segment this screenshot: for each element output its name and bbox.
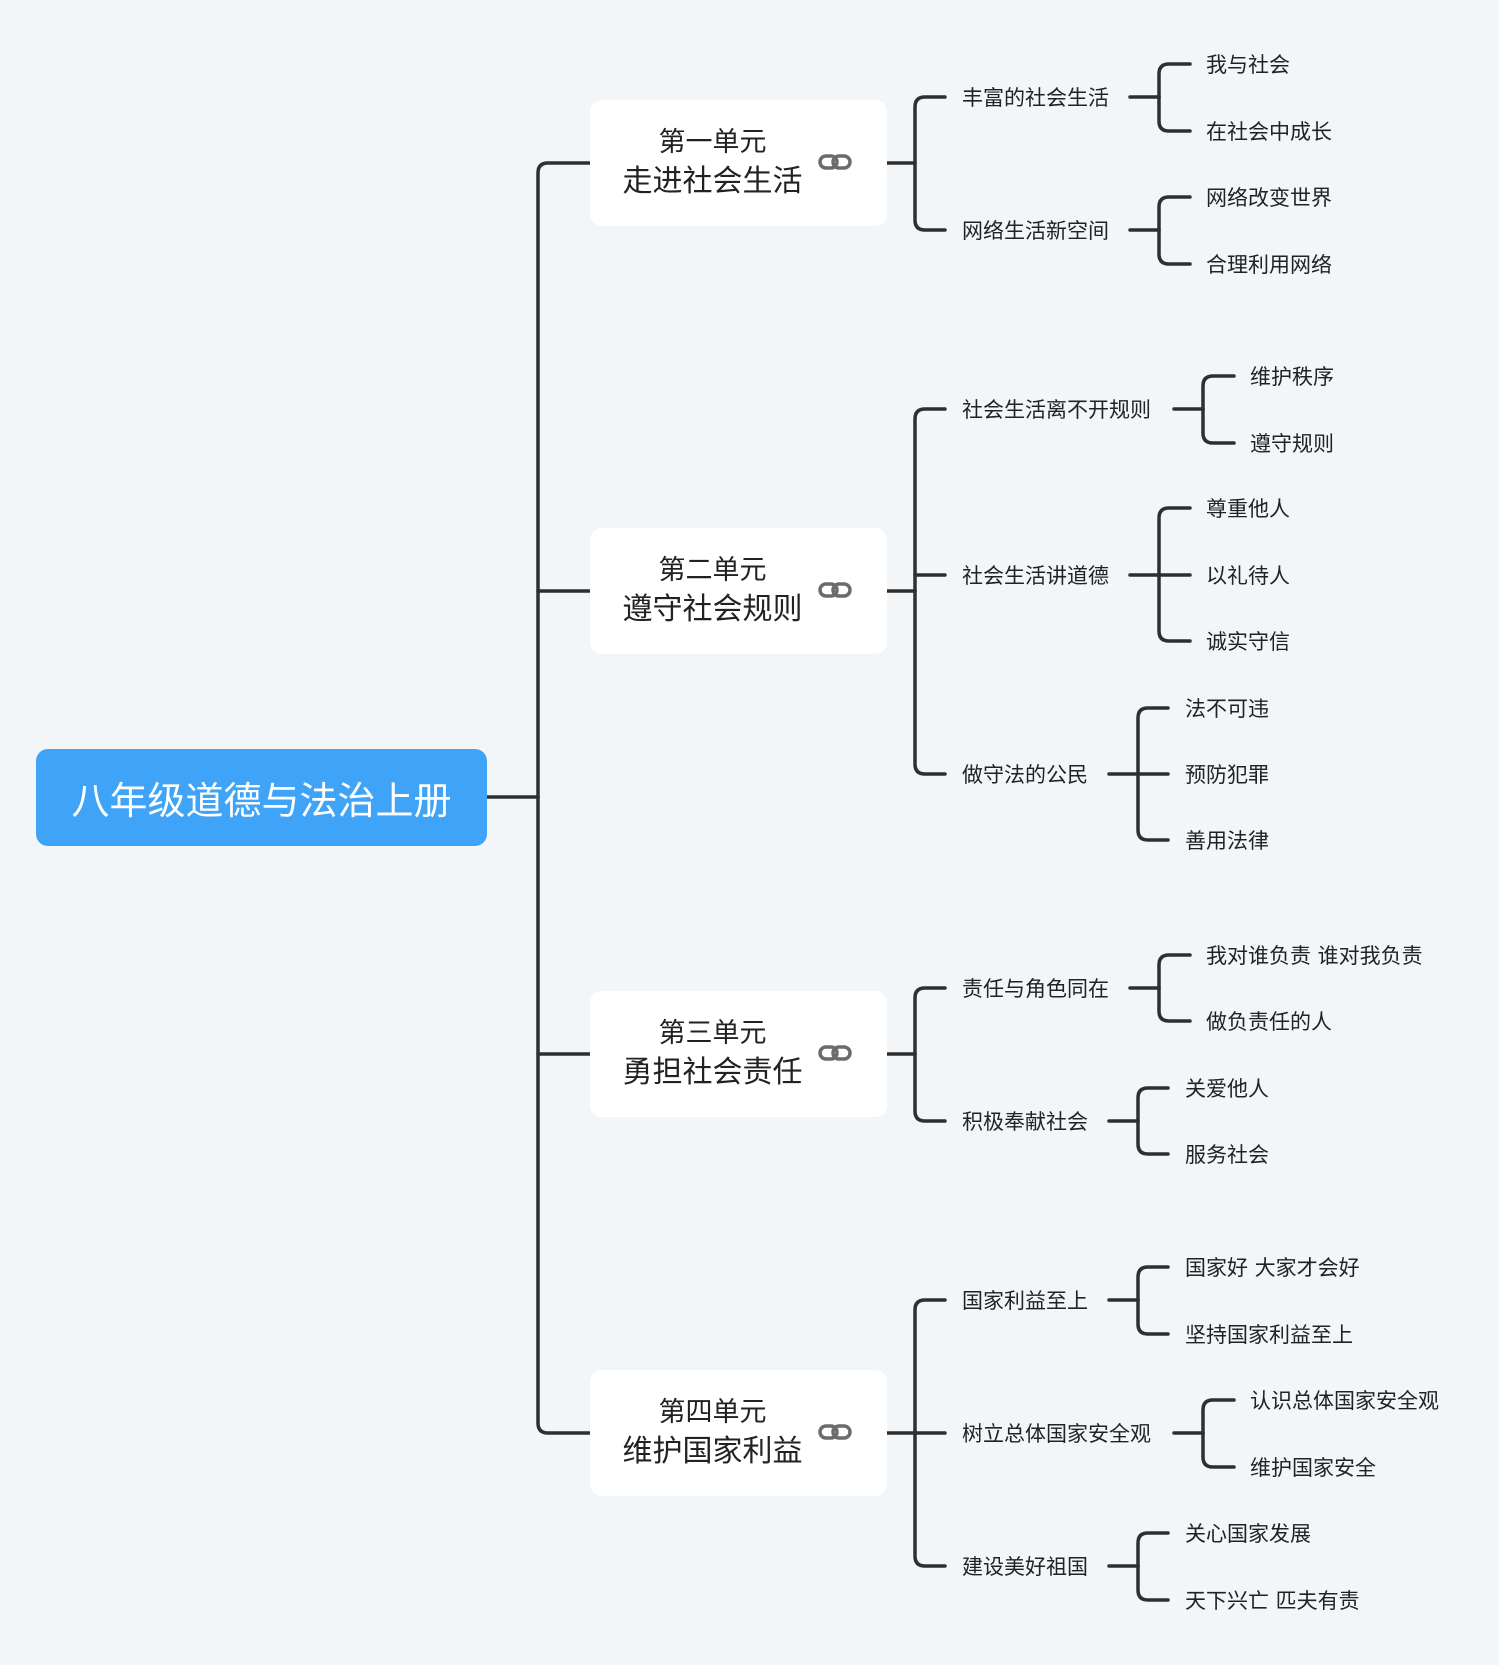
subtopic-node[interactable]: 合理利用网络 (1206, 253, 1332, 277)
subtopic-node[interactable]: 天下兴亡 匹夫有责 (1185, 1589, 1360, 1613)
subtopic-node[interactable]: 在社会中成长 (1206, 120, 1332, 144)
unit-number: 第四单元 (658, 1397, 767, 1428)
topic-node[interactable]: 积极奉献社会 (962, 1110, 1088, 1134)
topic-node[interactable]: 网络生活新空间 (962, 219, 1109, 243)
subtopic-node[interactable]: 诚实守信 (1206, 630, 1290, 654)
link-icon[interactable] (818, 1043, 852, 1063)
unit-title: 勇担社会责任 (622, 1055, 803, 1090)
topic-node[interactable]: 社会生活离不开规则 (962, 398, 1151, 422)
subtopic-node[interactable]: 认识总体国家安全观 (1250, 1389, 1439, 1413)
link-icon[interactable] (818, 580, 852, 600)
link-icon[interactable] (818, 152, 852, 172)
subtopic-node[interactable]: 维护秩序 (1250, 365, 1334, 389)
unit-number: 第二单元 (658, 555, 767, 586)
subtopic-node[interactable]: 服务社会 (1185, 1143, 1269, 1167)
subtopic-node[interactable]: 国家好 大家才会好 (1185, 1256, 1360, 1280)
unit-node-1[interactable]: 第一单元 走进社会生活 (590, 100, 887, 226)
topic-node[interactable]: 国家利益至上 (962, 1289, 1088, 1313)
root-label: 八年级道德与法治上册 (71, 779, 452, 823)
subtopic-node[interactable]: 网络改变世界 (1206, 186, 1332, 210)
subtopic-node[interactable]: 善用法律 (1185, 829, 1269, 853)
subtopic-node[interactable]: 关爱他人 (1185, 1077, 1269, 1101)
topic-node[interactable]: 责任与角色同在 (962, 977, 1109, 1001)
link-icon[interactable] (818, 1422, 852, 1442)
subtopic-node[interactable]: 预防犯罪 (1185, 763, 1269, 787)
subtopic-node[interactable]: 遵守规则 (1250, 432, 1334, 456)
unit-title: 维护国家利益 (622, 1434, 803, 1469)
subtopic-node[interactable]: 我对谁负责 谁对我负责 (1206, 944, 1423, 968)
unit-node-3[interactable]: 第三单元 勇担社会责任 (590, 991, 887, 1117)
topic-node[interactable]: 树立总体国家安全观 (962, 1422, 1151, 1446)
topic-node[interactable]: 做守法的公民 (962, 763, 1088, 787)
unit-node-4[interactable]: 第四单元 维护国家利益 (590, 1370, 887, 1496)
unit-node-2[interactable]: 第二单元 遵守社会规则 (590, 528, 887, 654)
subtopic-node[interactable]: 关心国家发展 (1185, 1522, 1311, 1546)
unit-number: 第一单元 (658, 127, 767, 158)
subtopic-node[interactable]: 维护国家安全 (1250, 1456, 1376, 1480)
subtopic-node[interactable]: 坚持国家利益至上 (1185, 1323, 1353, 1347)
unit-title: 遵守社会规则 (622, 592, 803, 627)
subtopic-node[interactable]: 法不可违 (1185, 697, 1269, 721)
unit-title: 走进社会生活 (622, 164, 803, 199)
topic-node[interactable]: 建设美好祖国 (962, 1555, 1088, 1579)
subtopic-node[interactable]: 做负责任的人 (1206, 1010, 1332, 1034)
subtopic-node[interactable]: 以礼待人 (1206, 564, 1290, 588)
topic-node[interactable]: 社会生活讲道德 (962, 564, 1109, 588)
topic-node[interactable]: 丰富的社会生活 (962, 86, 1109, 110)
subtopic-node[interactable]: 我与社会 (1206, 53, 1290, 77)
unit-number: 第三单元 (658, 1018, 767, 1049)
root-node[interactable]: 八年级道德与法治上册 (36, 749, 487, 846)
subtopic-node[interactable]: 尊重他人 (1206, 497, 1290, 521)
